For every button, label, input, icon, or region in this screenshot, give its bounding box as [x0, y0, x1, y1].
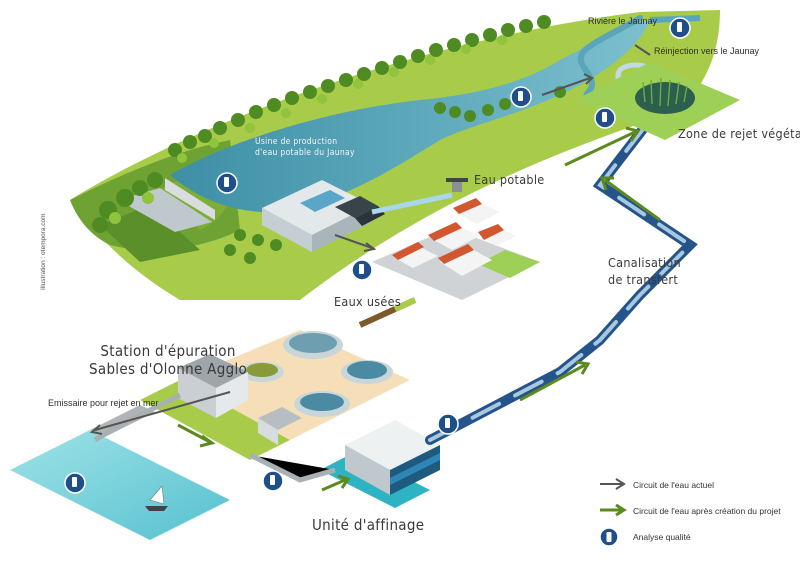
drinking-water-label: Eau potable	[474, 172, 545, 187]
refining-unit	[320, 420, 440, 508]
vegetated-zone-label: Zone de rejet végétalisée	[678, 126, 800, 141]
legend: Circuit de l'eau actuel Circuit de l'eau…	[598, 474, 798, 552]
legend-label: Analyse qualité	[633, 532, 691, 542]
transfer-pipe-label: Canalisation de transfert	[608, 254, 681, 288]
green-arrows	[177, 126, 661, 492]
transfer-pipe-label-line1: Canalisation	[608, 255, 681, 270]
town	[372, 178, 540, 300]
drinking-plant-label: Usine de production d'eau potable du Jau…	[255, 137, 355, 159]
analysis-icon	[351, 259, 373, 281]
station-label-line1: Station d'épuration	[100, 342, 236, 360]
analysis-icon	[262, 470, 284, 492]
legend-label: Circuit de l'eau actuel	[633, 480, 714, 490]
forest-trees	[92, 15, 566, 264]
analysis-icon	[510, 86, 532, 108]
wastewater-label: Eaux usées	[334, 294, 402, 309]
drinking-plant-label-line2: d'eau potable du Jaunay	[255, 148, 355, 158]
forest-trees-light	[109, 35, 507, 224]
drinking-plant-label-line1: Usine de production	[255, 137, 338, 147]
dam	[118, 178, 215, 232]
drinking-water-pipe	[371, 192, 453, 215]
river-label: Rivière le Jaunay	[588, 16, 658, 26]
legend-item: Analyse qualité	[598, 526, 798, 552]
outfall-label: Emissaire pour rejet en mer	[48, 398, 159, 408]
analysis-icon	[216, 172, 238, 194]
analysis-badges	[64, 17, 691, 494]
station-label: Station d'épuration Sables d'Olonne Aggl…	[89, 342, 247, 378]
reservoir-lake	[170, 20, 650, 213]
analysis-icon	[437, 413, 459, 435]
green-arrow-icon	[600, 503, 627, 517]
vegetated-discharge-zone	[575, 62, 740, 140]
credit-label: Illustration : otempora.com	[40, 213, 47, 290]
transfer-pipe-label-line2: de transfert	[608, 272, 679, 287]
analysis-icon	[594, 107, 616, 129]
refining-unit-label: Unité d'affinage	[312, 516, 425, 534]
wastewater-treatment-plant	[140, 330, 410, 460]
grey-arrows	[89, 44, 651, 435]
reinjection-label: Réinjection vers le Jaunay	[654, 46, 760, 56]
legend-label: Circuit de l'eau après création du proje…	[633, 506, 781, 516]
legend-item: Circuit de l'eau après création du proje…	[598, 500, 798, 526]
wastewater-pipe	[358, 297, 417, 328]
legend-item: Circuit de l'eau actuel	[598, 474, 798, 500]
station-label-line2: Sables d'Olonne Agglo	[89, 360, 248, 378]
analysis-icon	[599, 527, 619, 547]
analysis-icon	[669, 17, 691, 39]
grey-arrow-icon	[600, 478, 626, 490]
analysis-icon	[64, 472, 86, 494]
